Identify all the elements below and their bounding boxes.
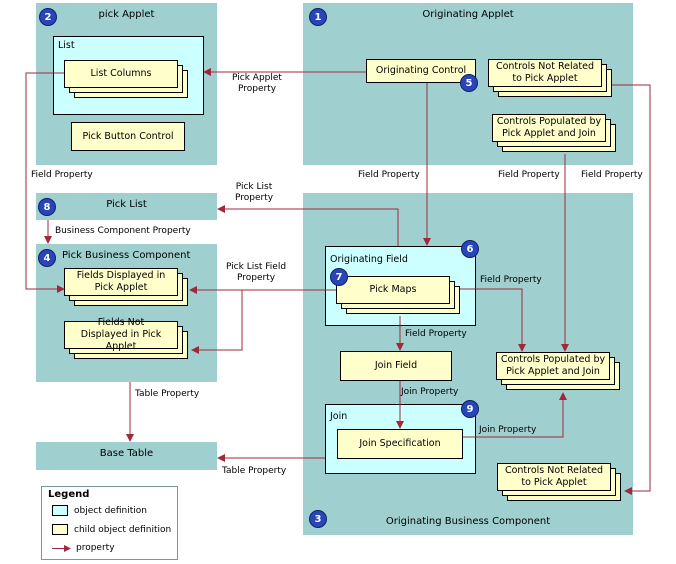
badge-pick-business-component: 4 bbox=[38, 249, 56, 267]
join-specification-box: Join Specification bbox=[337, 429, 463, 459]
controls-populated-bottom-box: Controls Populated by Pick Applet and Jo… bbox=[496, 352, 610, 380]
badge-originating-applet: 1 bbox=[309, 8, 327, 26]
fields-displayed-box: Fields Displayed in Pick Applet bbox=[64, 268, 178, 296]
pick-list-field-property-label: Pick List Field Property bbox=[225, 262, 287, 283]
field-property-left-label: Field Property bbox=[31, 170, 93, 180]
originating-business-component-title: Originating Business Component bbox=[385, 516, 551, 527]
join-property-2-label: Join Property bbox=[479, 425, 537, 435]
pick-list-title: Pick List bbox=[106, 199, 147, 210]
fields-not-displayed-stack: Fields Not Displayed in Pick Applet bbox=[64, 317, 190, 361]
field-property-mid2-label: Field Property bbox=[498, 170, 560, 180]
base-table-title: Base Table bbox=[99, 448, 154, 459]
list-columns-box: List Columns bbox=[64, 60, 178, 88]
field-property-right-label: Field Property bbox=[581, 170, 643, 180]
controls-populated-top-box: Controls Populated by Pick Applet and Jo… bbox=[492, 114, 606, 142]
table-property-2-label: Table Property bbox=[222, 466, 287, 476]
pick-business-component-title: Pick Business Component bbox=[62, 250, 191, 261]
badge-pick-maps: 7 bbox=[330, 268, 348, 286]
pick-maps-box: Pick Maps bbox=[336, 276, 450, 304]
originating-control-box: Originating Control bbox=[366, 59, 476, 83]
list-columns-stack: List Columns bbox=[64, 60, 190, 100]
legend-child-object-definition: child object definition bbox=[52, 524, 171, 535]
controls-populated-top-stack: Controls Populated by Pick Applet and Jo… bbox=[492, 114, 618, 154]
legend-property: property bbox=[52, 543, 115, 553]
fields-not-displayed-box: Fields Not Displayed in Pick Applet bbox=[64, 317, 178, 352]
property-arrow-icon bbox=[52, 544, 71, 552]
arrow-join-property-2 bbox=[463, 392, 567, 438]
field-property-mid-label: Field Property bbox=[358, 170, 420, 180]
list-container-title: List bbox=[58, 40, 75, 51]
arrow-field-property-right bbox=[612, 84, 651, 495]
badge-originating-business-component: 3 bbox=[309, 510, 327, 528]
controls-not-related-top-stack: Controls Not Related to Pick Applet bbox=[488, 59, 614, 99]
pick-list-region: Pick List bbox=[36, 193, 217, 220]
arrow-pick-list-field-branch bbox=[191, 290, 243, 354]
join-container-title: Join bbox=[330, 411, 348, 422]
table-property-1-label: Table Property bbox=[135, 389, 200, 399]
pick-applet-property-label: Pick Applet Property bbox=[232, 73, 282, 94]
arrow-field-property-left bbox=[25, 72, 65, 293]
originating-field-title: Originating Field bbox=[330, 254, 408, 265]
pick-applet-title: pick Applet bbox=[98, 9, 155, 20]
controls-not-related-bottom-stack: Controls Not Related to Pick Applet bbox=[497, 463, 623, 503]
arrow-field-property-pickmaps bbox=[460, 288, 526, 352]
controls-not-related-bottom-box: Controls Not Related to Pick Applet bbox=[497, 463, 611, 491]
badge-originating-control: 5 bbox=[460, 74, 478, 92]
object-definition-swatch bbox=[52, 505, 68, 516]
badge-pick-list: 8 bbox=[38, 198, 56, 216]
legend-object-definition-label: object definition bbox=[74, 505, 147, 516]
badge-pick-applet: 2 bbox=[39, 8, 57, 26]
join-property-1-label: Join Property bbox=[401, 387, 459, 397]
controls-populated-bottom-stack: Controls Populated by Pick Applet and Jo… bbox=[496, 352, 622, 392]
business-component-property-label: Business Component Property bbox=[55, 226, 191, 236]
controls-not-related-top-box: Controls Not Related to Pick Applet bbox=[488, 59, 602, 87]
legend-object-definition: object definition bbox=[52, 505, 147, 516]
legend-property-label: property bbox=[76, 543, 115, 553]
pick-button-control-box: Pick Button Control bbox=[71, 122, 185, 151]
base-table-region: Base Table bbox=[36, 442, 217, 470]
legend-child-object-definition-label: child object definition bbox=[74, 524, 172, 535]
legend: Legend object definition child object de… bbox=[41, 486, 178, 560]
arrow-pick-list-property bbox=[217, 205, 399, 246]
legend-title: Legend bbox=[48, 489, 90, 500]
pick-maps-stack: Pick Maps bbox=[336, 276, 462, 316]
join-field-box: Join Field bbox=[340, 351, 452, 381]
originating-applet-title: Originating Applet bbox=[422, 9, 514, 20]
fields-displayed-stack: Fields Displayed in Pick Applet bbox=[64, 268, 190, 308]
field-property-pickmaps-label: Field Property bbox=[480, 275, 542, 285]
pick-business-component-region: Pick Business Component bbox=[36, 244, 217, 382]
field-property-joinfield-label: Field Property bbox=[405, 329, 467, 339]
badge-originating-field: 6 bbox=[461, 240, 479, 258]
badge-join: 9 bbox=[461, 400, 479, 418]
pick-list-property-label: Pick List Property bbox=[234, 182, 274, 203]
child-object-definition-swatch bbox=[52, 524, 68, 535]
